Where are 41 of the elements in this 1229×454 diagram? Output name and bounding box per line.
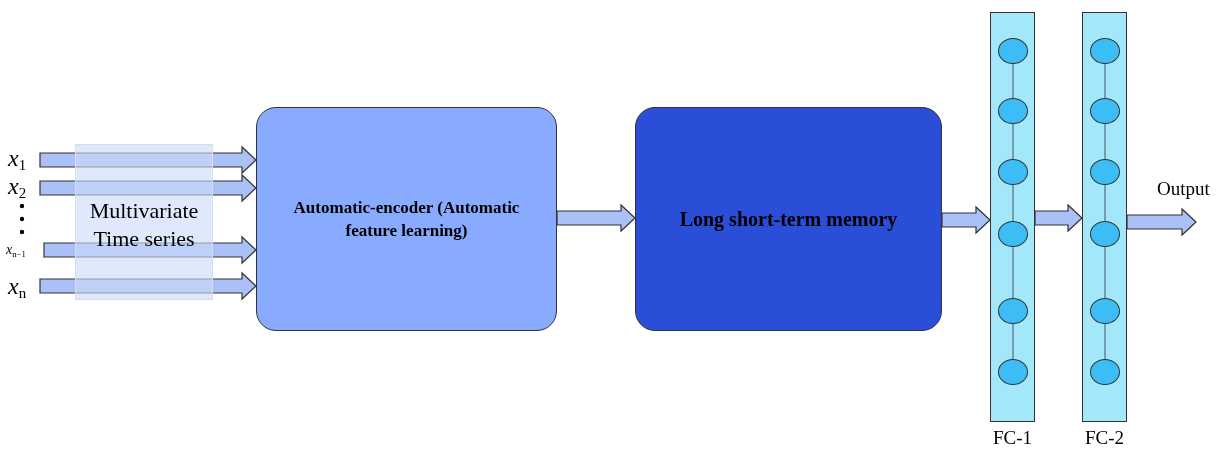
neuron-circle (998, 159, 1028, 185)
neuron-circle (1090, 98, 1120, 124)
connector-line (1104, 184, 1106, 222)
band-label: Multivariate Time series (88, 197, 200, 253)
block-arrow (39, 145, 257, 175)
neuron-circle (998, 359, 1028, 385)
connector-line (1012, 63, 1014, 99)
box-label: Automatic-encoder (Automatic feature learning) (292, 197, 521, 242)
connector-line (1012, 323, 1014, 360)
lstm-box (635, 107, 942, 331)
edge-label: Output (1157, 178, 1210, 200)
series-band (75, 144, 213, 300)
box-label: Long short-term memory (678, 208, 899, 231)
neuron-circle (1090, 159, 1120, 185)
connector-line (1104, 123, 1106, 160)
neuron-circle (1090, 221, 1120, 247)
neuron-circle (1090, 38, 1120, 64)
block-arrow (556, 203, 636, 233)
layer-label: FC-2 (1083, 427, 1126, 449)
connector-line (1012, 184, 1014, 222)
neuron-circle (1090, 359, 1120, 385)
variable-label: x$_{n−1}$ (6, 241, 26, 261)
connector-line (1012, 123, 1014, 160)
neuron-circle (998, 298, 1028, 324)
block-arrow (39, 173, 257, 203)
block-arrow (1034, 203, 1083, 233)
block-arrow (941, 205, 991, 235)
layer-label: FC-1 (991, 427, 1034, 449)
neuron-circle (1090, 298, 1120, 324)
block-arrow (39, 271, 257, 301)
connector-line (1104, 246, 1106, 299)
connector-line (1012, 246, 1014, 299)
neuron-circle (998, 38, 1028, 64)
variable-label: x$_{n}$ (8, 272, 27, 304)
connector-line (1104, 63, 1106, 99)
encoder-box (256, 107, 557, 331)
block-arrow (43, 235, 257, 265)
connector-line (1104, 323, 1106, 360)
neuron-circle (998, 221, 1028, 247)
block-arrow (1126, 207, 1197, 237)
neuron-circle (998, 98, 1028, 124)
